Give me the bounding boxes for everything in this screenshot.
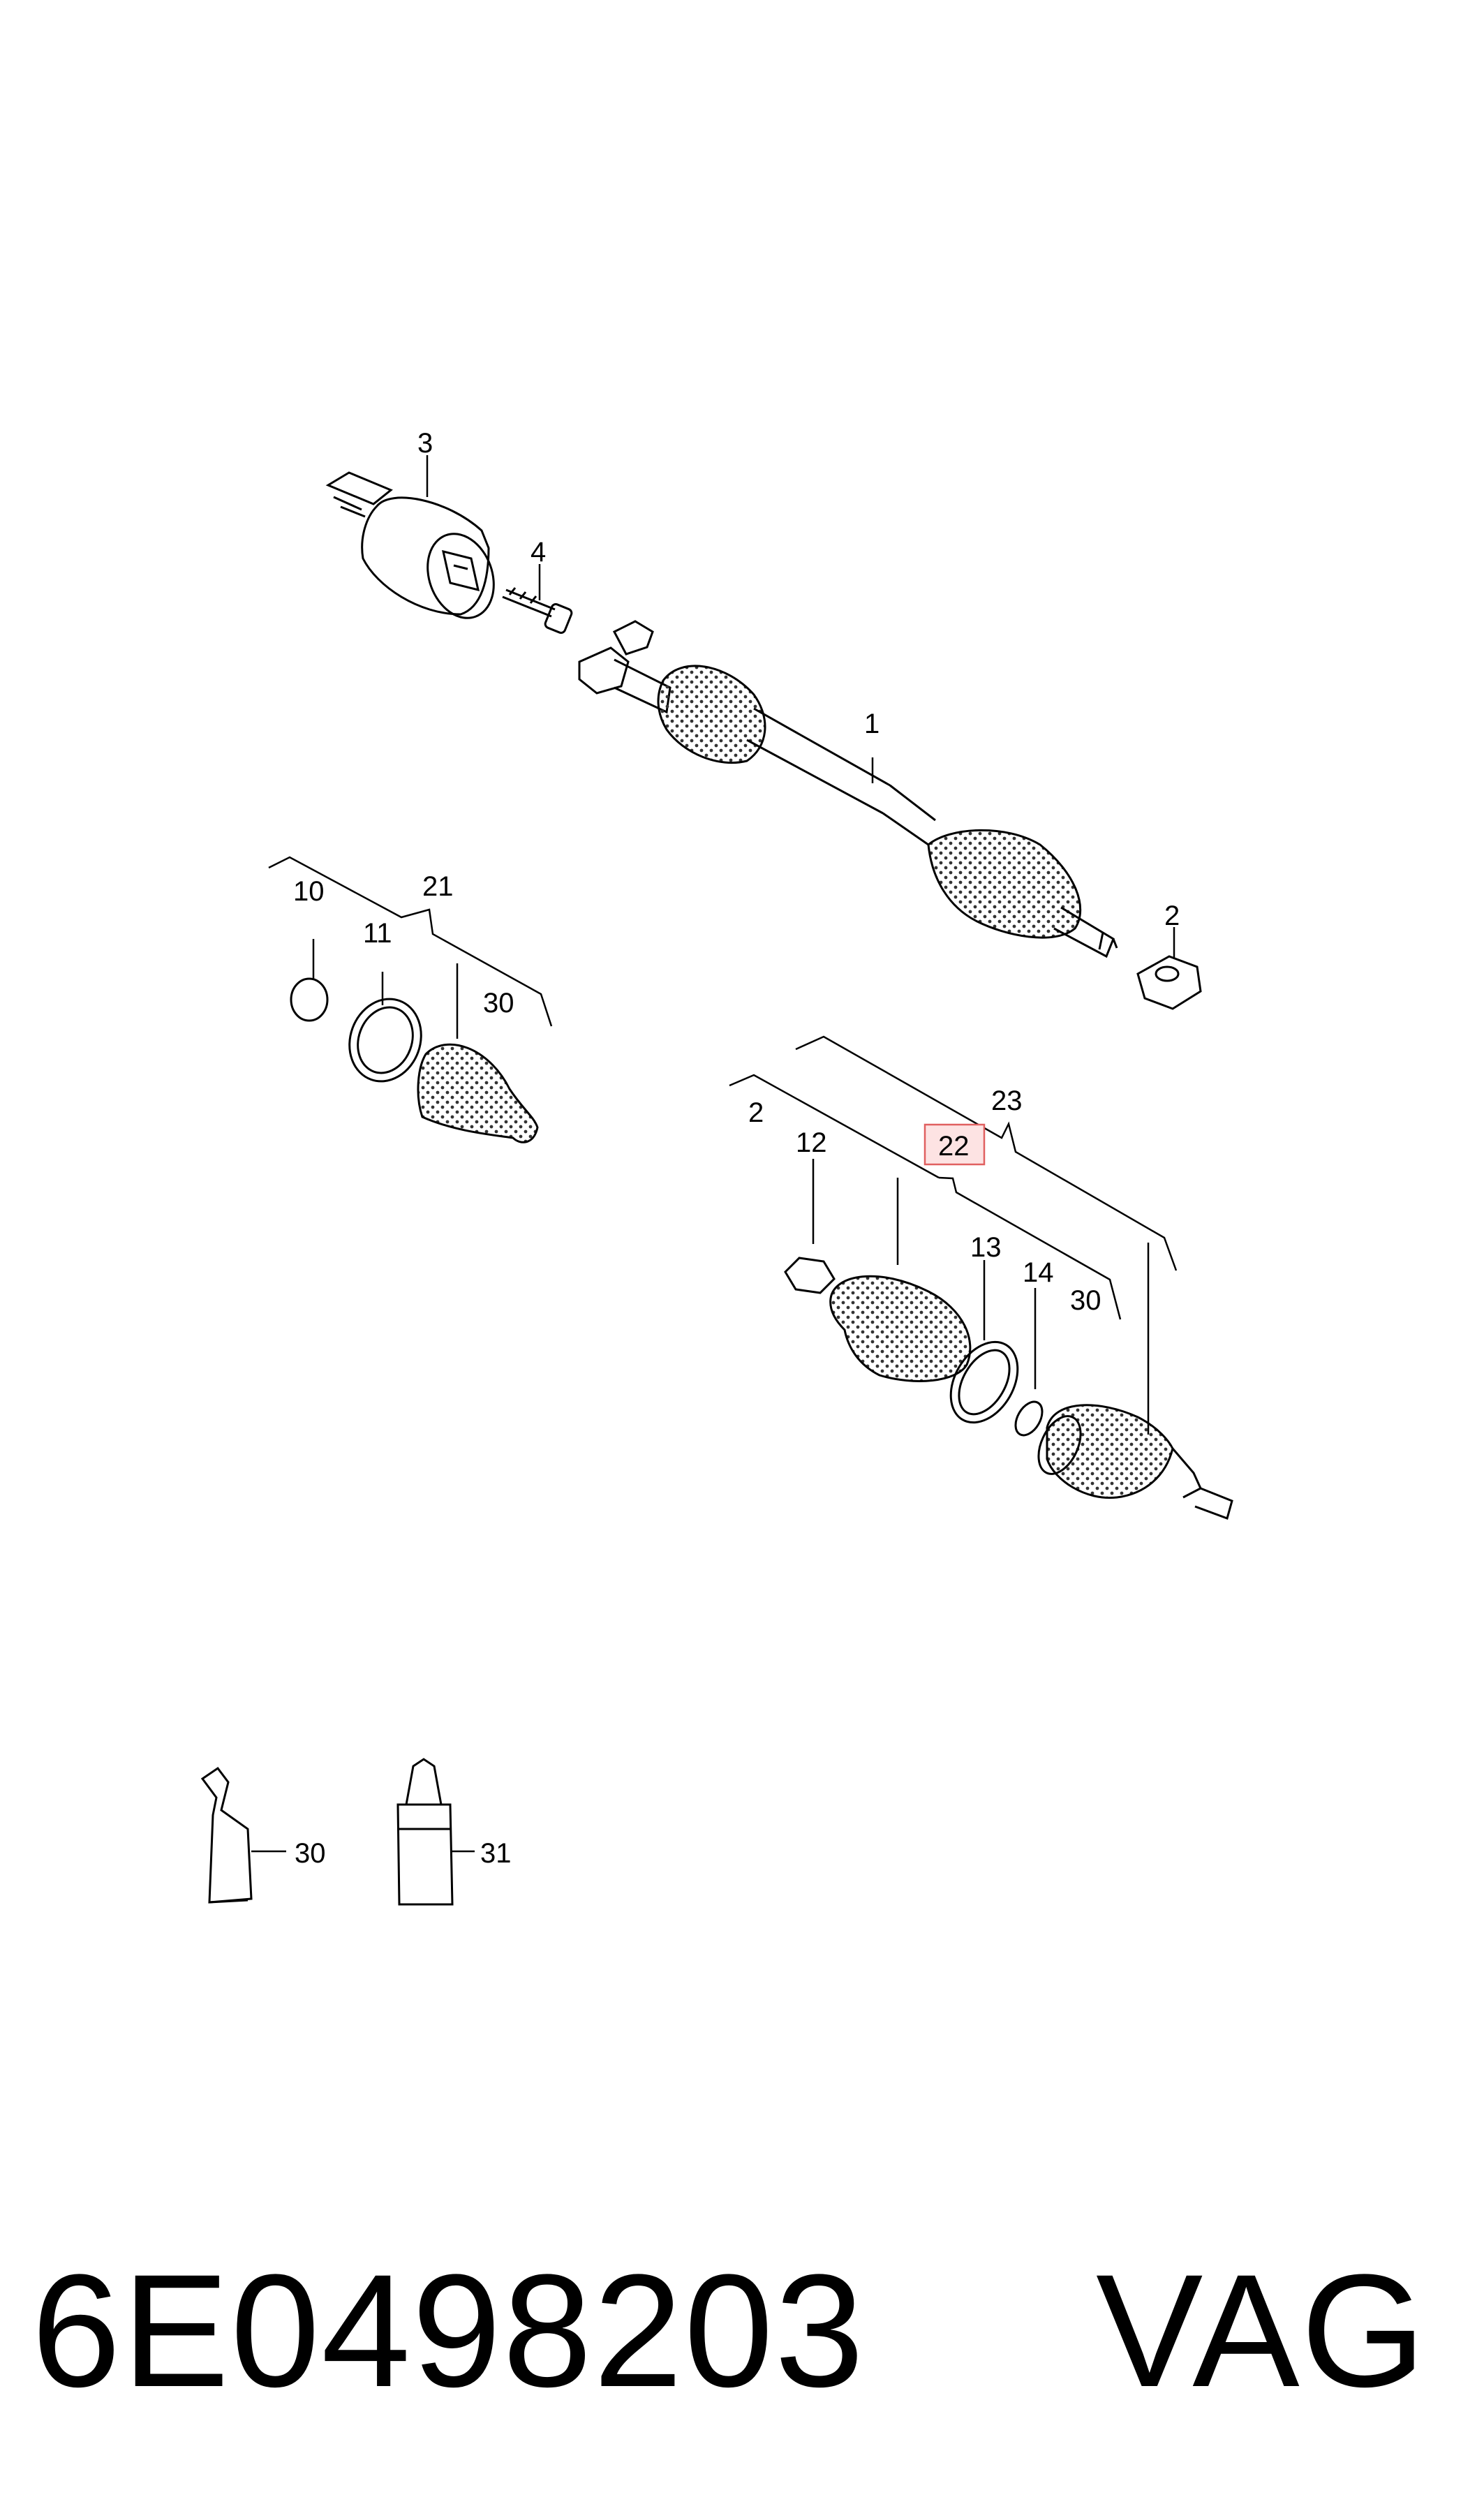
callout-22: 22 xyxy=(938,1131,970,1162)
inner-joint-housing-part xyxy=(325,455,495,619)
callout-12: 12 xyxy=(796,1127,827,1158)
callout-10: 10 xyxy=(293,876,325,907)
callout-4: 4 xyxy=(530,537,546,568)
callout-22-highlight xyxy=(923,1123,986,1166)
brand-name: VAG xyxy=(1096,2241,1427,2420)
drive-shaft-part xyxy=(578,620,1118,958)
callout-30-kit21: 30 xyxy=(483,988,514,1019)
axle-nut-part xyxy=(1136,927,1202,1010)
callout-13: 13 xyxy=(970,1232,1002,1263)
callout-14: 14 xyxy=(1023,1257,1054,1288)
repair-kit-21-group xyxy=(268,856,553,1143)
caption: 6E0498203 VAG xyxy=(31,2241,1427,2420)
callout-2-nut: 2 xyxy=(1164,901,1180,931)
callout-1: 1 xyxy=(864,709,880,739)
callout-2-kit: 2 xyxy=(748,1097,764,1128)
callout-30-grease: 30 xyxy=(295,1838,326,1869)
grease-tube-part xyxy=(200,1766,286,1904)
repair-kit-23-group xyxy=(729,1035,1233,1520)
callout-21: 21 xyxy=(422,871,454,902)
callout-30-kit23: 30 xyxy=(1070,1285,1101,1316)
callout-labels: 3 4 1 2 10 11 21 30 2 12 22 23 13 14 30 … xyxy=(293,428,1180,1869)
bolt-part xyxy=(502,564,573,634)
callout-3: 3 xyxy=(417,428,433,459)
sealant-bottle-part xyxy=(396,1758,475,1906)
callout-31: 31 xyxy=(480,1838,512,1869)
part-number: 6E0498203 xyxy=(31,2241,866,2420)
callout-23: 23 xyxy=(991,1086,1023,1116)
callout-11: 11 xyxy=(363,918,392,949)
